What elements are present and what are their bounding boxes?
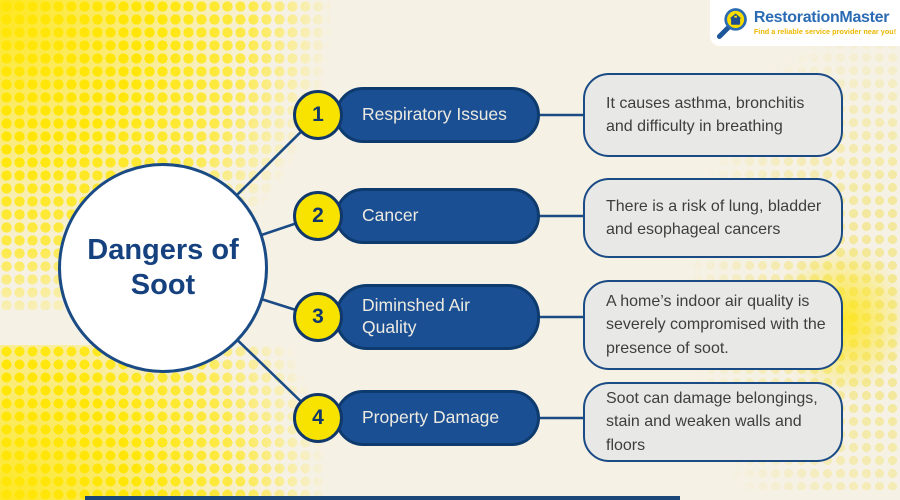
description-box-property-damage: Soot can damage belongings, stain and we… [583, 382, 843, 462]
restorationmaster-logo: RestorationMaster Find a reliable servic… [710, 0, 900, 46]
central-topic-circle: Dangers of Soot [58, 163, 268, 373]
badge-number: 4 [312, 406, 324, 429]
description-box-air-quality: A home’s indoor air quality is severely … [583, 280, 843, 370]
danger-pill-label: Property Damage [362, 407, 500, 428]
badge-number: 3 [312, 305, 324, 328]
danger-pill-property-damage: Property Damage [335, 390, 540, 446]
description-text: It causes asthma, bronchitis and difficu… [606, 94, 805, 135]
danger-pill-respiratory: Respiratory Issues [335, 87, 540, 143]
danger-pill-air-quality: Diminshed Air Quality [335, 284, 540, 350]
danger-pill-label: Cancer [362, 205, 419, 226]
logo-brand-name: RestorationMaster [753, 9, 890, 27]
bottom-accent-bar [85, 496, 680, 500]
number-badge-3: 3 [293, 292, 343, 342]
logo-text-block: RestorationMaster Find a reliable servic… [753, 9, 897, 37]
description-text: There is a risk of lung, bladder and eso… [606, 197, 822, 238]
badge-number: 2 [312, 204, 324, 227]
number-badge-1: 1 [293, 90, 343, 140]
description-text: Soot can damage belongings, stain and we… [606, 390, 818, 454]
number-badge-2: 2 [293, 191, 343, 241]
danger-pill-cancer: Cancer [335, 188, 540, 244]
danger-pill-label: Diminshed Air Quality [362, 295, 470, 337]
infographic-title: Dangers of Soot [87, 233, 238, 303]
title-line-2: Soot [130, 269, 196, 301]
danger-pill-label: Respiratory Issues [362, 104, 507, 125]
description-box-respiratory: It causes asthma, bronchitis and difficu… [583, 73, 843, 157]
badge-number: 1 [312, 103, 324, 126]
number-badge-4: 4 [293, 393, 343, 443]
title-line-1: Dangers of [87, 234, 239, 267]
description-text: A home’s indoor air quality is severely … [606, 293, 826, 357]
description-box-cancer: There is a risk of lung, bladder and eso… [583, 178, 843, 258]
logo-tagline: Find a reliable service provider near yo… [753, 27, 897, 37]
magnifier-house-icon [716, 8, 747, 39]
